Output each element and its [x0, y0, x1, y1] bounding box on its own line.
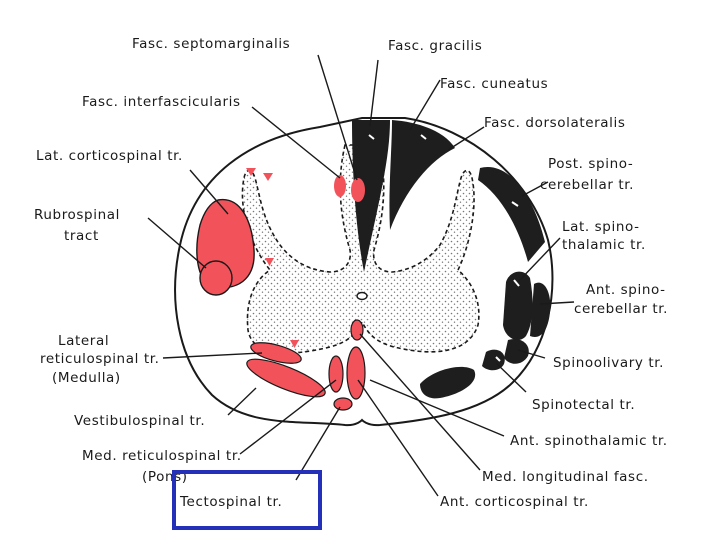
fasciculus-gracilis-tract — [352, 120, 390, 272]
label-vestibulospinal: Vestibulospinal tr. — [74, 413, 205, 429]
anterior-corticospinal-tract — [333, 397, 353, 411]
label-fasc-septomarginalis: Fasc. septomarginalis — [132, 36, 290, 52]
label-lat-spinothalamic-line2: thalamic tr. — [562, 237, 646, 253]
anterior-spinothalamic-tract — [420, 366, 476, 399]
label-spinoolivary: Spinoolivary tr. — [553, 355, 664, 371]
lateral-spinothalamic-tract — [503, 271, 533, 341]
label-post-spinocerebellar-line2: cerebellar tr. — [540, 177, 634, 193]
medial-reticulospinal-tract — [328, 355, 344, 393]
vestibulospinal-tract — [246, 358, 326, 398]
label-fasc-gracilis: Fasc. gracilis — [388, 38, 482, 54]
fasciculus-interfascicularis-tract — [334, 175, 346, 197]
label-ant-spinocerebellar-line1: Ant. spino- — [586, 282, 666, 298]
label-fasc-interfascicularis: Fasc. interfascicularis — [82, 94, 241, 110]
label-lateral-reticulospinal-line2: reticulospinal tr. — [40, 351, 160, 367]
label-fasc-dorsolateralis: Fasc. dorsolateralis — [484, 115, 626, 131]
label-med-longitudinal: Med. longitudinal fasc. — [482, 469, 649, 485]
tectospinal-highlight-box — [172, 470, 322, 530]
red-direction-arrows — [246, 168, 299, 348]
spinoolivary-tract — [504, 338, 529, 364]
label-ant-spinocerebellar-line2: cerebellar tr. — [574, 301, 668, 317]
label-lateral-reticulospinal-line1: Lateral — [58, 333, 109, 349]
fasciculus-septomarginalis-tract — [351, 178, 365, 202]
fasciculus-cuneatus-tract — [389, 120, 455, 230]
label-lat-spinothalamic-line1: Lat. spino- — [562, 219, 640, 235]
label-med-reticulospinal-line1: Med. reticulospinal tr. — [82, 448, 242, 464]
label-rubrospinal-line2: tract — [64, 228, 99, 244]
label-spinotectal: Spinotectal tr. — [532, 397, 635, 413]
tectospinal-tract — [346, 346, 366, 400]
central-canal — [356, 291, 368, 301]
lateral-reticulospinal-tract — [250, 342, 302, 364]
label-fasc-cuneatus: Fasc. cuneatus — [440, 76, 548, 92]
label-lat-corticospinal: Lat. corticospinal tr. — [36, 148, 183, 164]
medial-longitudinal-fasciculus-tract — [350, 319, 364, 341]
posterior-spinocerebellar-tract — [478, 166, 545, 262]
label-tectospinal: Tectospinal tr. — [179, 494, 282, 510]
label-ant-spinothalamic: Ant. spinothalamic tr. — [510, 433, 668, 449]
anterior-spinocerebellar-tract — [530, 282, 551, 337]
leader-lines — [147, 54, 575, 497]
rubrospinal-tract — [199, 260, 233, 296]
label-ant-corticospinal: Ant. corticospinal tr. — [440, 494, 589, 510]
label-post-spinocerebellar-line1: Post. spino- — [548, 156, 633, 172]
tract-markers — [368, 134, 520, 362]
label-rubrospinal-line1: Rubrospinal — [34, 207, 120, 223]
label-lateral-reticulospinal-line3: (Medulla) — [52, 370, 121, 386]
